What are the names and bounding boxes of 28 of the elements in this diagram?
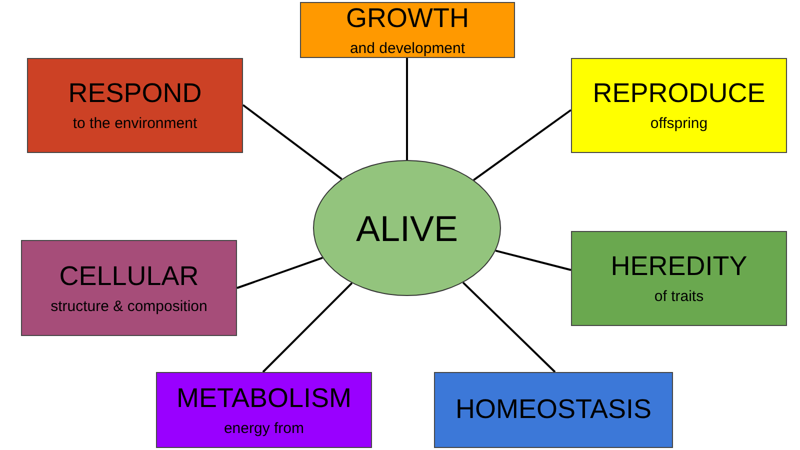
topic-title: METABOLISM [176, 382, 352, 415]
connector-line [242, 104, 342, 180]
topic-box [571, 231, 787, 326]
topic-title: CELLULAR [59, 260, 199, 293]
topic-subtitle: structure & composition [50, 298, 208, 316]
topic-box [156, 372, 372, 448]
connector-line [236, 256, 323, 289]
topic-box [300, 2, 515, 58]
connector-line [473, 109, 572, 181]
connector-line [495, 250, 572, 271]
topic-subtitle: and development [350, 40, 466, 58]
topic-subtitle: of traits [654, 288, 704, 307]
topic-title: HEREDITY [610, 250, 748, 284]
topic-subtitle: energy from [224, 420, 304, 438]
topic-title: HOMEOSTASIS [455, 393, 652, 426]
topic-title: ALIVE [356, 206, 458, 250]
topic-title: GROWTH [346, 2, 469, 35]
connector-line [462, 282, 556, 373]
topic-subtitle: offspring [650, 115, 708, 134]
connector-line [262, 282, 353, 373]
topic-box [571, 58, 787, 153]
topic-title: REPRODUCE [592, 77, 766, 110]
topic-box [21, 240, 237, 336]
connector-line [406, 58, 408, 160]
topic-subtitle: to the environment [72, 115, 198, 134]
topic-box [434, 372, 673, 448]
topic-box [27, 58, 243, 153]
topic-title: RESPOND [68, 77, 202, 110]
